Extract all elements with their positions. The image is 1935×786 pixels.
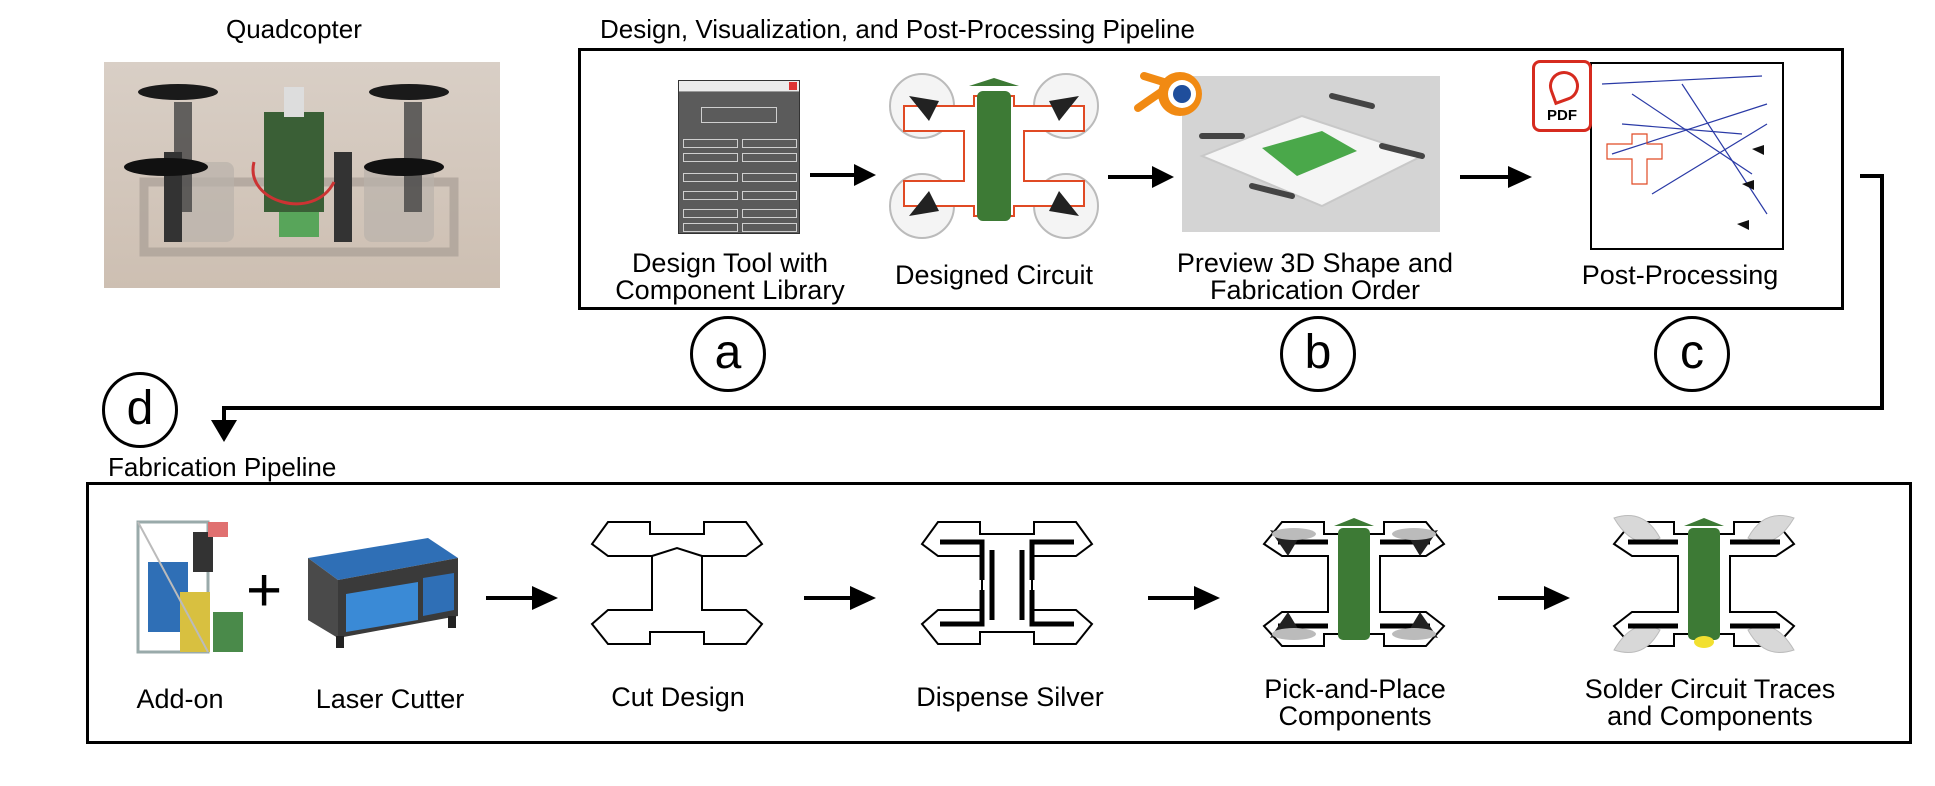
arrow-right-icon — [1148, 586, 1220, 610]
design-tool-label-line2: Component Library — [615, 275, 845, 305]
marker-a: a — [690, 316, 766, 392]
preview-3d-render — [1182, 76, 1440, 232]
solder-label-line2: and Components — [1607, 701, 1813, 731]
preview-3d-label-line1: Preview 3D Shape and — [1176, 248, 1454, 278]
quadcopter-drawing — [124, 84, 459, 257]
cut-design-drawing — [590, 521, 764, 645]
designed-circuit-drawing — [889, 73, 1099, 239]
solder-label: Solder Circuit Traces and Components — [1560, 676, 1860, 730]
dispense-silver-label: Dispense Silver — [916, 682, 1104, 712]
dispense-silver-drawing — [920, 521, 1094, 645]
post-processing-preview — [1590, 62, 1784, 250]
quadcopter-photo — [104, 62, 500, 288]
arrow-right-icon — [810, 164, 876, 186]
arrow-right-icon — [1460, 166, 1532, 188]
marker-b: b — [1280, 316, 1356, 392]
top-pipeline-frame — [578, 48, 1844, 310]
bottom-pipeline-frame — [86, 482, 1912, 744]
preview-3d-label: Preview 3D Shape and Fabrication Order — [1150, 250, 1480, 304]
solder-drawing — [1612, 515, 1796, 653]
bottom-pipeline-title: Fabrication Pipeline — [108, 452, 337, 482]
pdf-badge-text: PDF — [1547, 107, 1577, 124]
post-processing-label: Post-Processing — [1581, 260, 1779, 290]
arrow-right-icon — [1498, 586, 1570, 610]
plus-sign: + — [246, 556, 283, 625]
preview-3d-label-line2: Fabrication Order — [1209, 275, 1421, 305]
laser-cutter-label: Laser Cutter — [315, 684, 465, 714]
solder-label-line1: Solder Circuit Traces — [1584, 674, 1836, 704]
pdf-icon: PDF — [1532, 60, 1592, 132]
blender-icon — [1134, 72, 1202, 116]
addon-drawing — [136, 520, 243, 654]
design-tool-label-line1: Design Tool with — [631, 248, 829, 278]
quadcopter-title: Quadcopter — [226, 14, 362, 44]
addon-label: Add-on — [136, 684, 224, 714]
pick-and-place-label-line2: Components — [1278, 701, 1432, 731]
design-tool-label: Design Tool with Component Library — [610, 250, 850, 304]
design-tool-screenshot — [678, 80, 800, 234]
arrow-right-icon — [486, 586, 558, 610]
arrow-right-icon — [804, 586, 876, 610]
designed-circuit-label: Designed Circuit — [894, 260, 1094, 290]
laser-cutter-drawing — [308, 538, 458, 648]
top-pipeline-title: Design, Visualization, and Post-Processi… — [600, 14, 1195, 44]
arrow-right-icon — [1108, 166, 1174, 188]
marker-c: c — [1654, 316, 1730, 392]
pick-and-place-label-line1: Pick-and-Place — [1264, 674, 1446, 704]
pick-and-place-drawing — [1262, 518, 1446, 647]
pick-and-place-label: Pick-and-Place Components — [1220, 676, 1490, 730]
cut-design-label: Cut Design — [611, 682, 745, 712]
marker-d: d — [102, 372, 178, 448]
